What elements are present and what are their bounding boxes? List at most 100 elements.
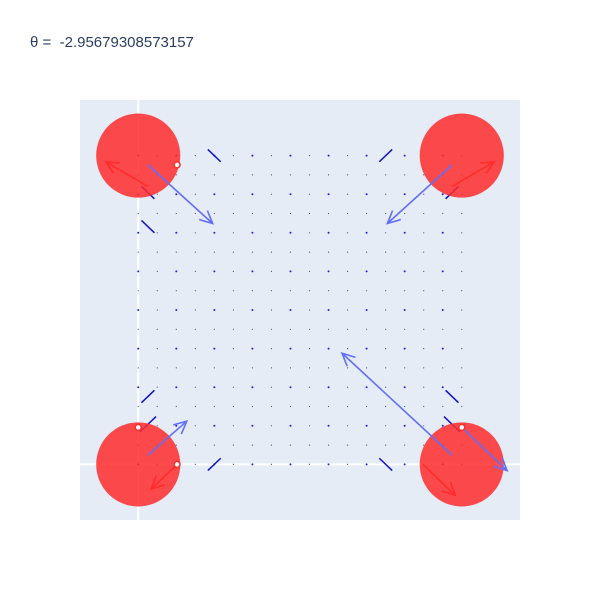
grid-point [175, 386, 178, 389]
grid-point [289, 212, 292, 215]
grid-point [346, 174, 349, 176]
chart-title: θ = -2.95679308573157 [30, 34, 194, 51]
grid-point [423, 193, 425, 195]
grid-point [232, 270, 234, 272]
grid-point [213, 174, 215, 176]
grid-point [175, 405, 177, 408]
grid-point [327, 347, 330, 350]
grid-point [385, 425, 387, 427]
grid-point [308, 174, 311, 176]
grid-point [289, 444, 292, 446]
grid-point [461, 328, 463, 330]
grid-point [194, 348, 196, 350]
grid-point [423, 270, 425, 272]
grid-point [194, 251, 196, 253]
grid-point [194, 232, 196, 234]
grid-point [346, 290, 349, 292]
grid-point [137, 270, 140, 273]
arrow-shaft [422, 463, 456, 496]
grid-point [365, 424, 368, 427]
grid-point [327, 463, 330, 466]
grid-point [270, 386, 273, 388]
grid-point [327, 174, 330, 176]
grid-point [385, 251, 387, 253]
grid-point [327, 309, 330, 311]
grid-point [308, 386, 311, 388]
grid-point [404, 405, 406, 408]
grid-point [404, 367, 406, 369]
grid-point [442, 367, 444, 369]
grid-point [423, 212, 425, 215]
grid-point [232, 232, 234, 234]
grid-point [327, 290, 330, 292]
grid-point [385, 270, 387, 272]
grid-point [270, 444, 273, 446]
circle-point [173, 460, 181, 469]
grid-point [156, 251, 158, 253]
grid-point [308, 367, 311, 369]
grid-point [385, 232, 387, 234]
grid-point [403, 193, 406, 196]
grid-point [461, 212, 463, 215]
grid-point [366, 405, 368, 408]
grid-point [366, 212, 368, 215]
grid-point [308, 251, 311, 253]
grid-point [365, 463, 368, 466]
arrow-shaft [105, 161, 149, 188]
grid-point [251, 309, 254, 311]
grid-point [232, 174, 234, 176]
grid-point [385, 212, 387, 215]
grid-point [461, 290, 463, 292]
grid-point [423, 290, 425, 292]
grid-point [289, 328, 292, 330]
grid-point [156, 405, 158, 408]
grid-point [385, 309, 387, 311]
grid-point [213, 231, 216, 234]
arrow-shaft [150, 463, 178, 490]
grid-point [442, 405, 444, 408]
grid-point [441, 231, 444, 234]
grid-point [194, 174, 196, 176]
grid-point [461, 270, 463, 272]
grid-point [365, 270, 368, 273]
grid-point [461, 232, 463, 234]
grid-point [441, 347, 444, 350]
grid-point [403, 386, 406, 389]
circle-point [134, 423, 142, 432]
grid-point [270, 367, 273, 369]
grid-point [289, 290, 292, 292]
grid-point [175, 231, 178, 234]
grid-point [308, 425, 311, 427]
grid-point [461, 367, 463, 369]
grid-point [366, 290, 368, 292]
grid-point [385, 367, 387, 369]
grid-point [327, 405, 330, 408]
grid-point [403, 270, 406, 273]
grid-point [232, 309, 234, 311]
grid-point [441, 309, 444, 311]
grid-point [175, 270, 178, 273]
grid-point [442, 212, 444, 215]
grid-point [327, 193, 330, 196]
grid-point [194, 328, 196, 330]
grid-point [346, 405, 349, 408]
grid-point [156, 367, 158, 369]
grid-point [327, 231, 330, 234]
red-circle [96, 422, 181, 507]
red-circle [96, 113, 181, 198]
grid-point [327, 367, 330, 369]
grid-point [270, 212, 273, 215]
grid-point [232, 193, 234, 195]
grid-point [403, 424, 406, 427]
grid-point [232, 386, 234, 388]
grid-point [461, 348, 463, 350]
grid-point [404, 444, 406, 446]
grid-point [137, 212, 139, 215]
grid-point [442, 290, 444, 292]
grid-point [403, 309, 406, 311]
arrow-head [149, 475, 165, 491]
grid-point [346, 444, 349, 446]
grid-point [346, 251, 349, 253]
grid-point [327, 251, 330, 253]
grid-point [213, 405, 215, 408]
